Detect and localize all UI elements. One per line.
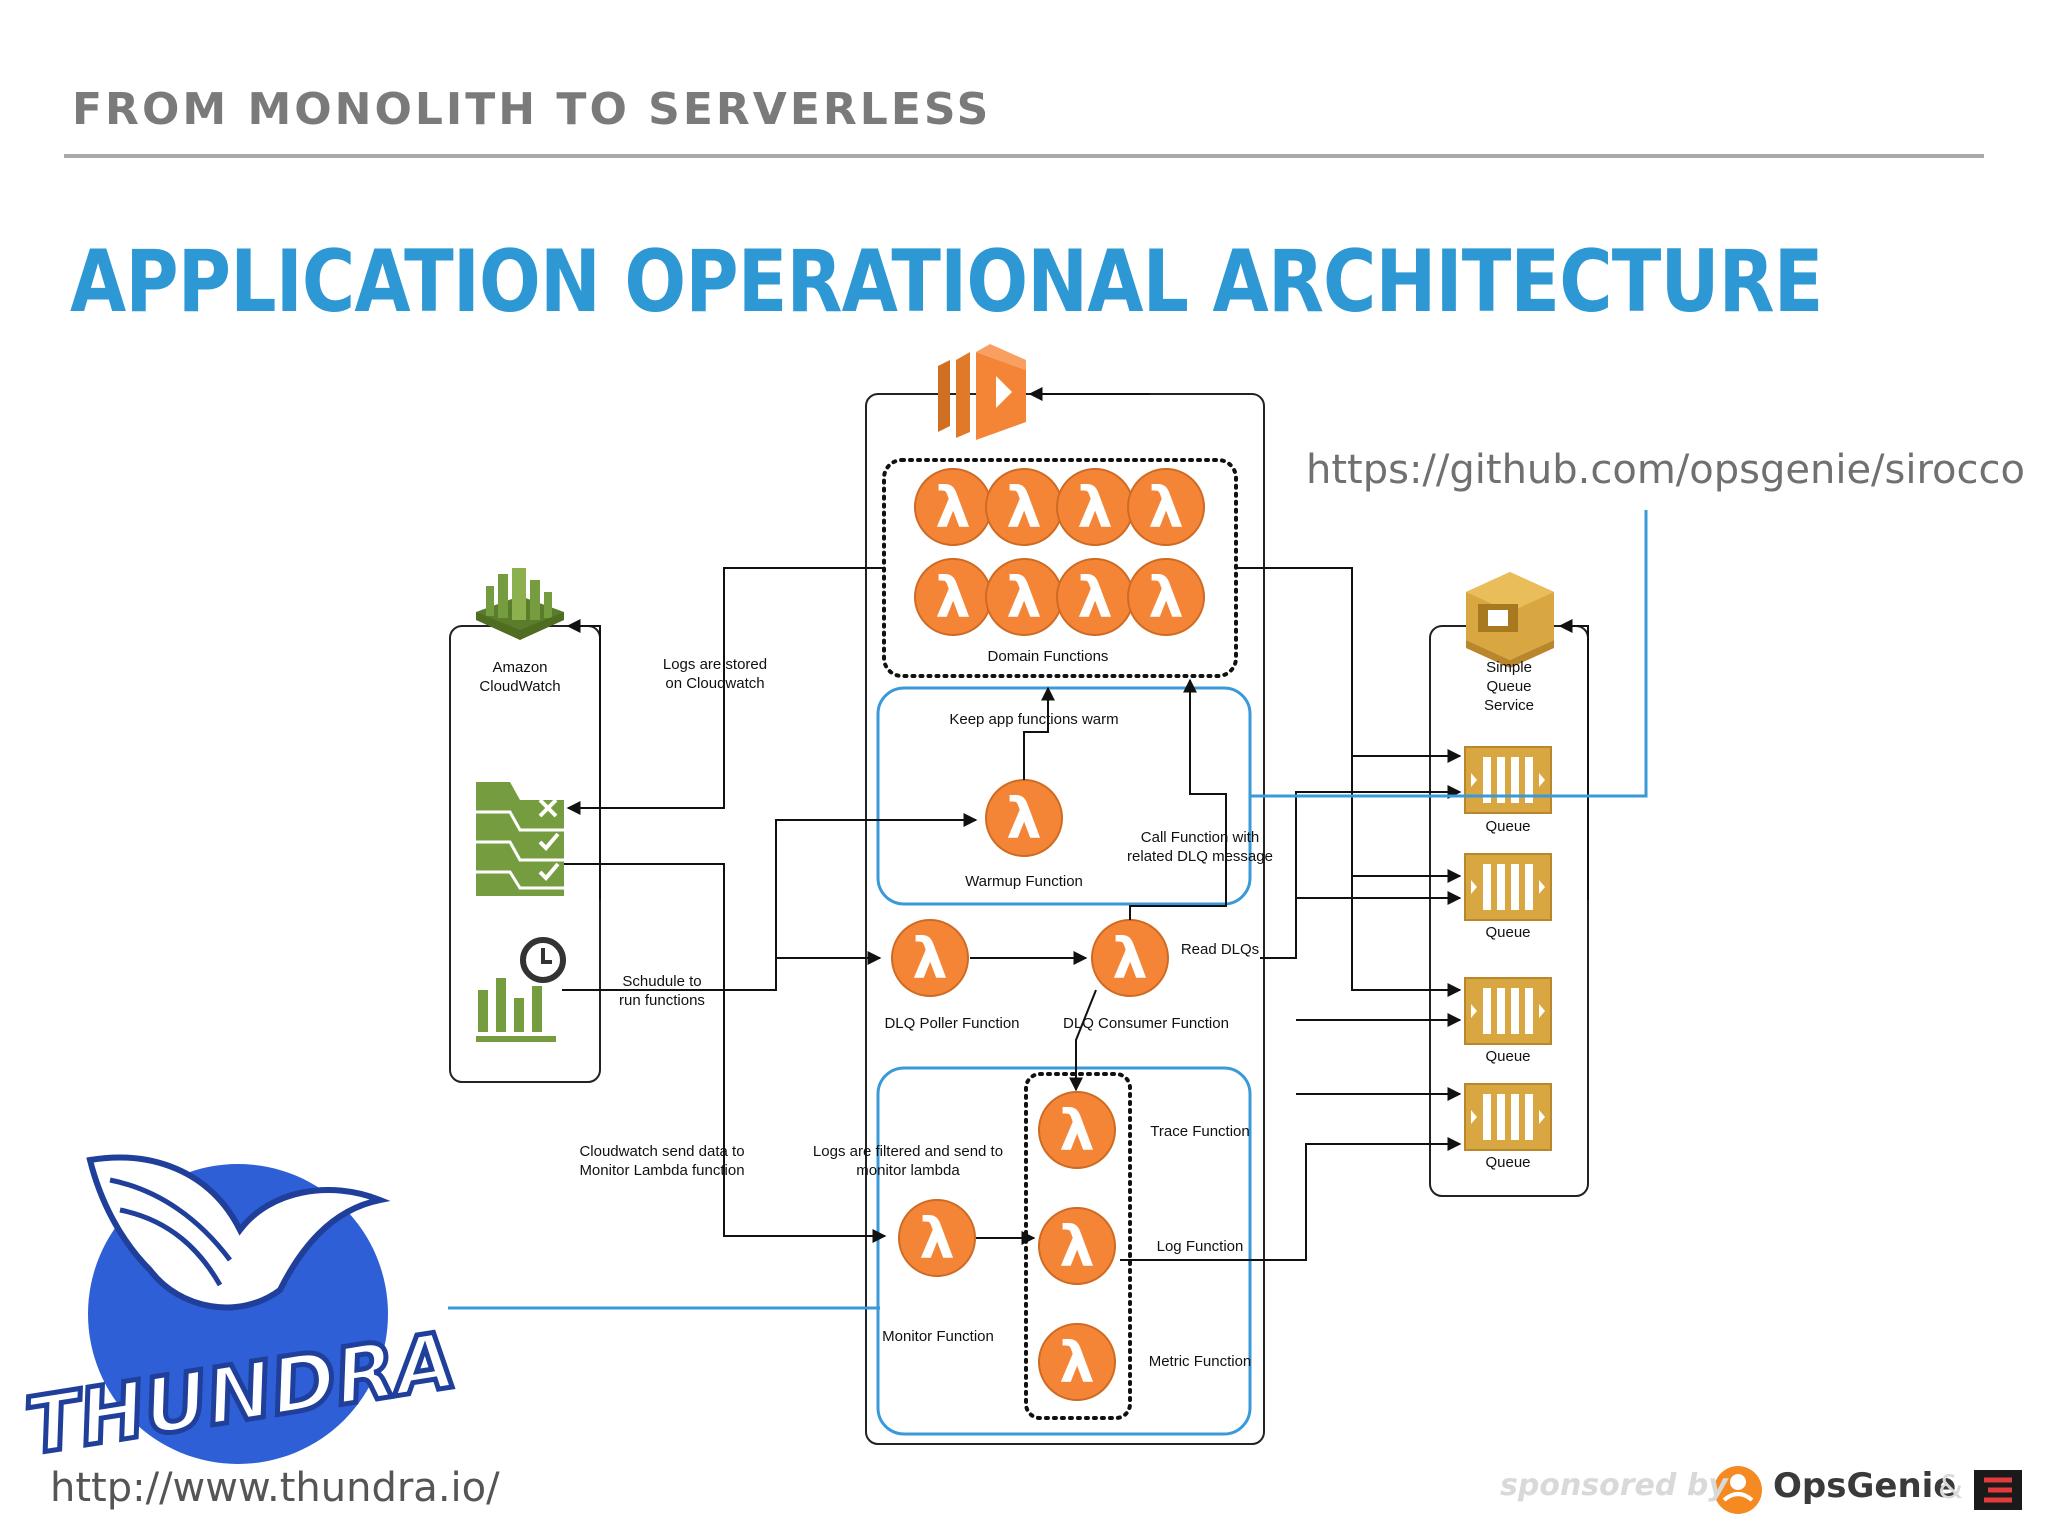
queue-label: Queue [1485,1048,1530,1065]
schedule-label-2: run functions [619,992,705,1009]
domain-function-icon [985,558,1063,636]
thundra-link[interactable]: http://www.thundra.io/ [50,1465,500,1511]
monitor-function-label: Monitor Function [882,1328,994,1345]
call-function-label-1: Call Function with [1141,829,1259,846]
warmup-function-label: Warmup Function [965,873,1083,890]
metric-function-label: Metric Function [1149,1353,1252,1370]
lambda-container [865,393,1265,1445]
cloudwatch-events-icon [476,937,566,1042]
sqs-queue-icon [1464,977,1552,1045]
logs-filtered-label-2: monitor lambda [856,1162,960,1179]
sqs-label-1: Simple [1486,659,1532,676]
sqs-queue-icon [1464,746,1552,814]
sponsored-by-text: sponsored by [1500,1468,1728,1503]
sqs-queue-icon [1464,853,1552,921]
cloudwatch-label-2: CloudWatch [479,678,560,695]
domain-function-icon [914,468,992,546]
opsgenie-wordmark: OpsGenie [1773,1466,1957,1506]
cloudwatch-send-label-1: Cloudwatch send data to [579,1143,744,1160]
slide-title: APPLICATION OPERATIONAL ARCHITECTURE [70,232,1823,332]
domain-function-icon [1127,558,1205,636]
trace-function-label: Trace Function [1150,1123,1250,1140]
amazon-cloudwatch-icon [476,568,564,640]
queue-label: Queue [1485,924,1530,941]
logs-filtered-label-1: Logs are filtered and send to [813,1143,1003,1160]
domain-function-icon [1056,558,1134,636]
queue-label: Queue [1485,1154,1530,1171]
log-function-label: Log Function [1157,1238,1244,1255]
trace-function-icon [1038,1091,1116,1169]
domain-functions-label: Domain Functions [988,648,1109,665]
dlq-consumer-label: DLQ Consumer Function [1063,1015,1229,1032]
monitor-function-icon [898,1199,976,1277]
domain-function-icon [914,558,992,636]
logs-stored-label-1: Logs are stored [663,656,767,673]
monitor-group [876,1066,1252,1436]
opsgenie-logo [1714,1466,1762,1514]
schedule-label-1: Schudule to [622,973,701,990]
queue-label: Queue [1485,818,1530,835]
read-dlqs-label: Read DLQs [1181,941,1259,958]
sqs-label-3: Service [1484,697,1534,714]
domain-function-icon [1127,468,1205,546]
cloudwatch-send-label-2: Monitor Lambda function [579,1162,744,1179]
monitor-functions-group [1024,1072,1132,1420]
partner-logo [1974,1470,2022,1510]
github-callout-line [1250,510,1648,798]
dlq-poller-icon [891,919,969,997]
call-function-label-2: related DLQ message [1127,848,1273,865]
github-link[interactable]: https://github.com/opsgenie/sirocco [1306,447,2025,493]
dlq-poller-label: DLQ Poller Function [884,1015,1019,1032]
cloudwatch-logs-icon [476,782,564,896]
thundra-logo: THUNDRA [18,1154,464,1475]
domain-function-icon [985,468,1063,546]
log-function-icon [1038,1207,1116,1285]
metric-function-icon [1038,1323,1116,1401]
header-divider [64,154,1984,158]
sqs-queue-icon [1464,1083,1552,1151]
keep-warm-label: Keep app functions warm [949,711,1118,728]
slide-kicker: FROM MONOLITH TO SERVERLESS [72,84,992,135]
amazon-sqs-icon [1466,572,1554,668]
logs-stored-label-2: on Cloudwatch [665,675,764,692]
domain-function-icon [1056,468,1134,546]
cloudwatch-label-1: Amazon [492,659,547,676]
connectors [562,567,1589,1261]
sqs-label-2: Queue [1486,678,1531,695]
dlq-consumer-icon [1091,919,1169,997]
ampersand-text: & [1938,1468,1963,1506]
warmup-function-icon [985,779,1063,857]
aws-lambda-icon [938,344,1026,440]
